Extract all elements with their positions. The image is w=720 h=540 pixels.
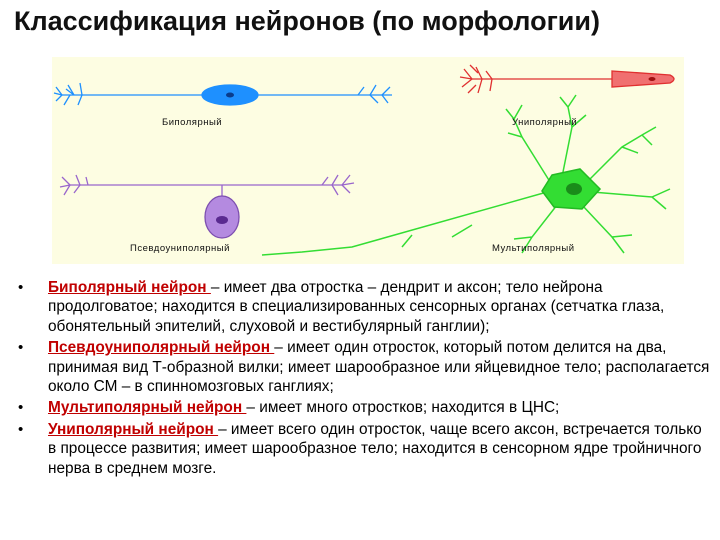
bullet-marker: • (18, 279, 24, 296)
term-pseudounipolar: Псевдоуниполярный нейрон (48, 339, 275, 357)
caption-unipolar: Униполярный (512, 117, 578, 128)
slide-title: Классификация нейронов (по морфологии) (14, 6, 600, 36)
list-item-multipolar: • Мультиполярный нейрон – имеет много от… (18, 398, 714, 417)
list-item-bipolar: • Биполярный нейрон – имеет два отростка… (18, 278, 714, 336)
pseudounipolar-neuron-drawing (59, 174, 355, 239)
list-item-pseudounipolar: • Псевдоуниполярный нейрон – имеет один … (18, 338, 714, 396)
description-unipolar: – имеет всего один отросток, чаще всего … (48, 420, 702, 477)
description-multipolar: – имеет много отростков; находится в ЦНС… (246, 399, 560, 417)
neuron-type-list: • Биполярный нейрон – имеет два отростка… (18, 278, 714, 480)
caption-bipolar: Биполярный (162, 117, 223, 128)
unipolar-neuron-drawing (459, 64, 675, 94)
term-unipolar: Униполярный нейрон (48, 420, 219, 438)
term-multipolar: Мультиполярный нейрон (48, 399, 247, 417)
neuron-types-figure: Биполярный Униполярный Псевдоуниполярный… (52, 57, 684, 264)
neuron-illustration (53, 64, 675, 256)
caption-pseudounipolar: Псевдоуниполярный (130, 243, 230, 254)
term-bipolar: Биполярный нейрон (48, 279, 211, 296)
description-pseudounipolar: – имеет один отросток, который потом дел… (48, 339, 710, 396)
caption-multipolar: Мультиполярный (492, 243, 575, 254)
bullet-marker: • (18, 420, 24, 438)
description-bipolar: – имеет два отростка – дендрит и аксон; … (48, 279, 665, 335)
bipolar-neuron-drawing (53, 82, 392, 106)
multipolar-neuron-drawing (261, 94, 671, 256)
bullet-marker: • (18, 399, 24, 417)
bullet-marker: • (18, 339, 24, 357)
list-item-unipolar: • Униполярный нейрон – имеет всего один … (18, 420, 714, 478)
